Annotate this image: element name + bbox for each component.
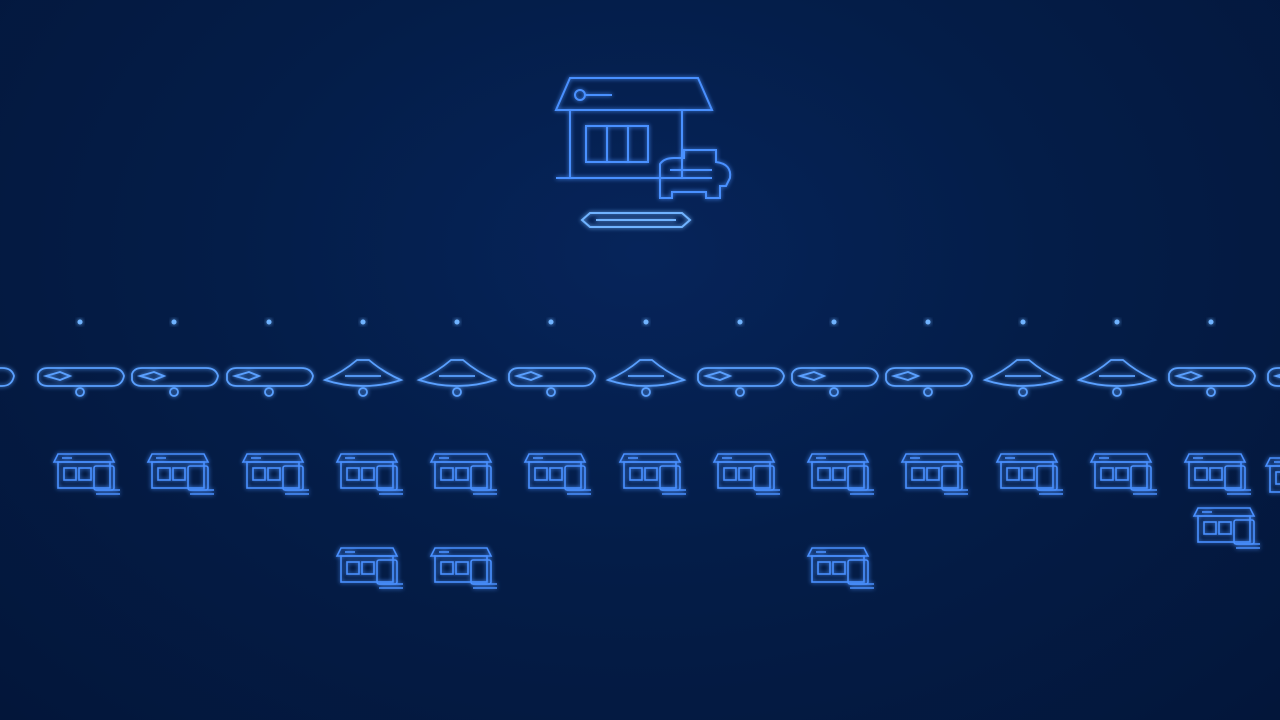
key-fob-icon <box>37 367 125 397</box>
store-icon <box>430 547 498 589</box>
store-icon <box>430 453 498 495</box>
store-icon <box>807 547 875 589</box>
key-fob-icon <box>1168 367 1256 397</box>
store-icon <box>1184 453 1252 495</box>
bus-junction <box>548 319 554 325</box>
store-icon <box>619 453 687 495</box>
bus-junction <box>266 319 272 325</box>
store-icon <box>996 453 1064 495</box>
hub-frame <box>580 212 692 228</box>
house-window <box>585 125 649 163</box>
key-fob-icon <box>1267 367 1280 397</box>
bus-junction <box>171 319 177 325</box>
bus-junction <box>1020 319 1026 325</box>
store-icon <box>1265 457 1280 499</box>
key-fob-icon <box>131 367 219 397</box>
store-icon <box>336 453 404 495</box>
store-icon <box>901 453 969 495</box>
key-fob-icon <box>226 367 314 397</box>
store-icon <box>242 453 310 495</box>
bus-junction <box>1208 319 1214 325</box>
store-icon <box>1090 453 1158 495</box>
bus-junction <box>77 319 83 325</box>
bus-junction <box>454 319 460 325</box>
bus-junction <box>925 319 931 325</box>
bus-junction <box>360 319 366 325</box>
connector-hub-icon <box>580 212 692 228</box>
store-icon <box>147 453 215 495</box>
bus-junction <box>831 319 837 325</box>
store-icon <box>713 453 781 495</box>
house-roof <box>554 77 714 111</box>
store-icon <box>1193 507 1261 549</box>
key-fob-icon <box>508 367 596 397</box>
house-with-key-and-car-icon <box>554 77 732 199</box>
key-fob-icon <box>791 367 879 397</box>
car-icon <box>659 149 732 199</box>
bus-junction <box>737 319 743 325</box>
store-icon <box>807 453 875 495</box>
key-fob-icon <box>0 367 15 397</box>
store-icon <box>336 547 404 589</box>
store-icon <box>53 453 121 495</box>
store-icon <box>524 453 592 495</box>
key-fob-icon <box>885 367 973 397</box>
key-icon <box>574 89 586 101</box>
bus-junction <box>1114 319 1120 325</box>
key-fob-icon <box>697 367 785 397</box>
bus-junction <box>643 319 649 325</box>
